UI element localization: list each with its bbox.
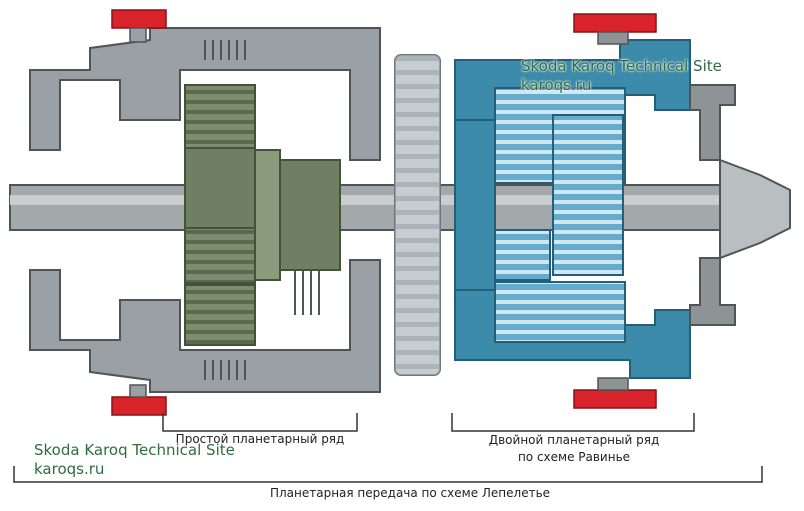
right-housing — [689, 84, 736, 326]
brake-pistons — [111, 9, 657, 416]
watermark-url: karoqs.ru — [34, 460, 105, 478]
simple-planetary-set — [184, 84, 341, 346]
bracket-lepelletier — [13, 466, 763, 483]
watermark-url: karoqs.ru — [521, 76, 592, 94]
caption-ravigneaux: Двойной планетарный ряд по схеме Равинье — [450, 432, 698, 466]
watermark-title: Skoda Karoq Technical Site — [34, 441, 235, 459]
caption-simple-set: Простой планетарный ряд — [175, 432, 345, 446]
watermark-top: Skoda Karoq Technical Site karoqs.ru — [521, 57, 722, 95]
transfer-gear — [394, 54, 441, 376]
watermark-bottom: Skoda Karoq Technical Site karoqs.ru — [34, 441, 235, 479]
caption-lepelletier: Планетарная передача по схеме Лепелетье — [269, 486, 551, 500]
shaft-end — [719, 158, 791, 260]
caption-ravigneaux-line2: по схеме Равинье — [517, 450, 631, 464]
watermark-title: Skoda Karoq Technical Site — [521, 57, 722, 75]
caption-ravigneaux-line1: Двойной планетарный ряд — [488, 433, 660, 447]
ravigneaux-planetary-set — [454, 39, 691, 379]
caption-brackets — [13, 413, 763, 483]
bracket-ravigneaux — [451, 413, 695, 432]
bracket-simple-set — [162, 413, 358, 432]
clutch-pack-bottom — [204, 270, 320, 380]
